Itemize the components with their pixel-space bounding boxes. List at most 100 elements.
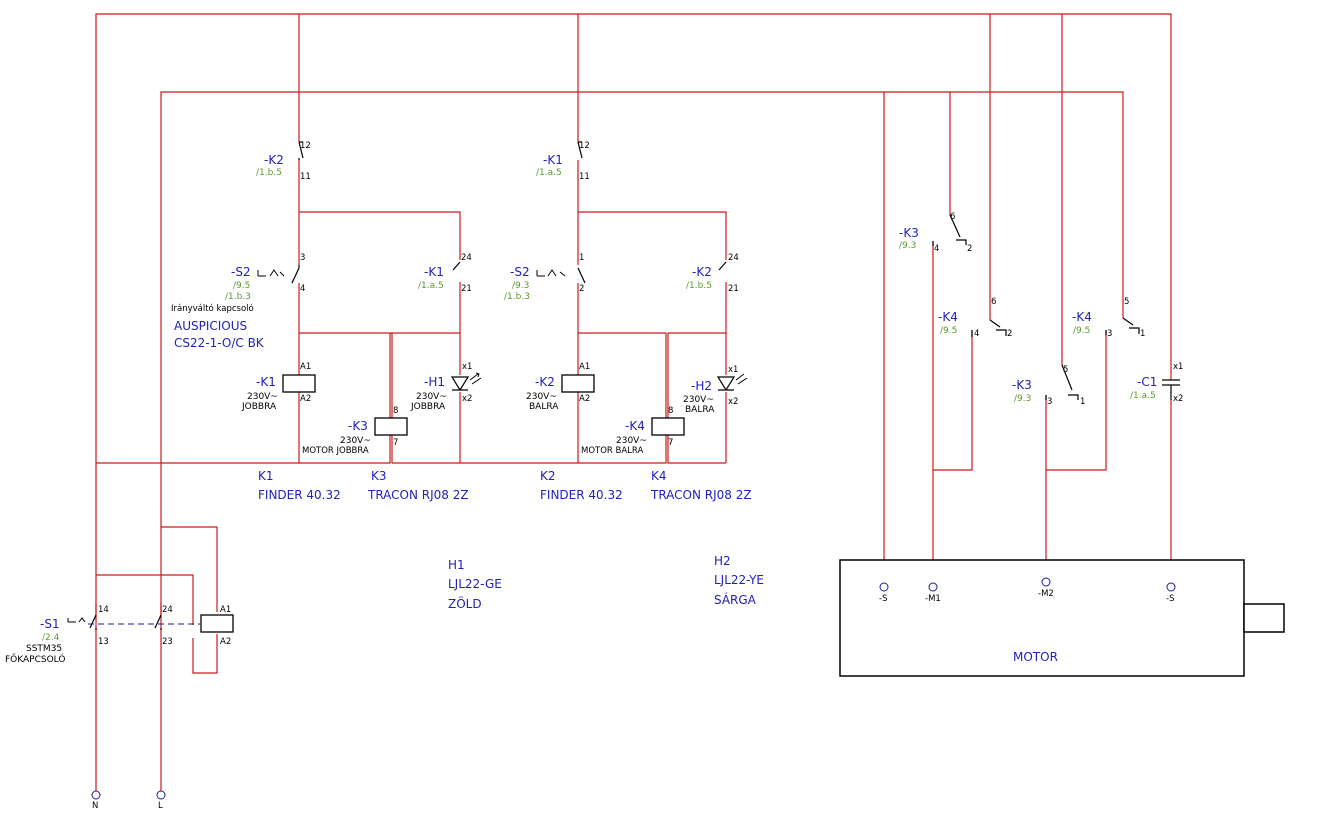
k1-nc-pin-bottom: 11: [579, 172, 590, 182]
s2-right-pin-bottom: 2: [579, 284, 584, 294]
k3-coil: [374, 417, 408, 436]
s2-right-tag: -S2: [510, 265, 530, 279]
k1-coil: [282, 374, 316, 393]
k3-sw-b-tag: -K3: [1012, 378, 1032, 392]
part-k4-label: K4: [651, 469, 667, 483]
c1-tag: -C1: [1137, 375, 1157, 389]
part-k2-label: K2: [540, 469, 556, 483]
c1-ref: /1.a.5: [1130, 391, 1156, 401]
k3-coil-tag: -K3: [348, 419, 368, 433]
k1-no-ref: /1.a.5: [418, 281, 444, 291]
motor-terminal-s2-label: -S: [1166, 594, 1174, 604]
k4-sw-a-p6: 6: [991, 297, 996, 307]
k3-sw-b-p1: 1: [1080, 397, 1085, 407]
k3-coil-name: MOTOR JOBBRA: [302, 446, 369, 456]
motor-terminal-s1-label: -S: [879, 594, 887, 604]
k3-coil-pin2: 7: [393, 438, 398, 448]
motor-terminal-m1: [928, 582, 938, 592]
h2-led-icon: [716, 376, 736, 392]
supply-l-label: L: [158, 801, 163, 811]
k2-coil-a1: A1: [579, 362, 590, 372]
s2-model: CS22-1-O/C BK: [174, 336, 265, 350]
k3-sw-a-p6: 6: [950, 212, 955, 222]
h1-led-icon: [450, 376, 470, 392]
s2-left-ref1: /9.5: [233, 281, 250, 291]
k4-sw-a-p4: 4: [974, 329, 979, 339]
k4-sw-a-ref: /9.5: [940, 326, 957, 336]
k3-sw-b-ref: /9.3: [1014, 394, 1031, 404]
supply-n-label: N: [92, 801, 98, 811]
part-k1-label: K1: [258, 469, 274, 483]
part-k3-label: K3: [371, 469, 387, 483]
k2-no-pin-top: 24: [728, 253, 739, 263]
part-h1-model: LJL22-GE: [448, 577, 502, 591]
motor-label: MOTOR: [1013, 650, 1058, 664]
k3-sw-a-p4: 4: [934, 244, 939, 254]
motor-terminal-m2: [1041, 577, 1051, 587]
s1-pin23: 23: [162, 637, 173, 647]
s1-model: SSTM35: [26, 644, 62, 654]
s2-left-pin-top: 3: [300, 253, 305, 263]
s2-left-ref2: /1.b.3: [225, 292, 251, 302]
k1-coil-name: JOBBRA: [241, 402, 277, 412]
part-h2-label: H2: [714, 554, 731, 568]
k4-sw-b-tag: -K4: [1072, 310, 1092, 324]
k4-coil-name: MOTOR BALRA: [581, 446, 643, 456]
part-h2-model: LJL22-YE: [714, 573, 764, 587]
s1-pin13: 13: [98, 637, 109, 647]
k2-no-pin-bottom: 21: [728, 284, 739, 294]
k1-no-pin-top: 24: [461, 253, 472, 263]
k4-sw-a-tag: -K4: [938, 310, 958, 324]
k3-sw-b-p3: 3: [1047, 397, 1052, 407]
k4-coil-voltage: 230V~: [616, 436, 647, 446]
part-h1-color: ZÖLD: [448, 595, 482, 611]
k3-sw-a-p2: 2: [967, 244, 972, 254]
k2-coil-name: BALRA: [529, 402, 559, 412]
k3-sw-a-ref: /9.3: [899, 241, 916, 251]
s2-description: Irányváltó kapcsoló: [171, 303, 254, 314]
k1-nc-ref: /1.a.5: [536, 168, 562, 178]
k1-coil-tag: -K1: [256, 375, 276, 389]
h2-x2: x2: [728, 397, 738, 407]
s1-coil-a2: A2: [220, 637, 231, 647]
k4-sw-a-p2: 2: [1007, 329, 1012, 339]
k2-coil-voltage: 230V~: [526, 392, 557, 402]
k1-no-tag: -K1: [424, 265, 444, 279]
k3-coil-pin1: 8: [393, 406, 398, 416]
k1-coil-a2: A2: [300, 394, 311, 404]
k4-sw-b-p1: 1: [1140, 329, 1145, 339]
c1-x1: x1: [1173, 362, 1183, 372]
k1-nc-tag: -K1: [543, 153, 563, 167]
k2-no-tag: -K2: [692, 265, 712, 279]
s1-pin14: 14: [98, 605, 109, 615]
k2-nc-tag: -K2: [264, 153, 284, 167]
k2-coil: [561, 374, 595, 393]
part-h1-label: H1: [448, 558, 465, 572]
k2-nc-pin-top: 12: [300, 141, 311, 151]
h1-x2: x2: [462, 394, 472, 404]
motor-terminal-m2-label: -M2: [1038, 589, 1054, 599]
part-k2-model: FINDER 40.32: [540, 488, 623, 502]
part-h2-color: SÁRGA: [714, 592, 757, 607]
h2-voltage: 230V~: [683, 395, 714, 405]
k4-sw-b-ref: /9.5: [1073, 326, 1090, 336]
k2-nc-ref: /1.b.5: [256, 168, 282, 178]
k3-sw-a-tag: -K3: [899, 226, 919, 240]
motor-terminal-m1-label: -M1: [925, 594, 941, 604]
k4-coil-tag: -K4: [625, 419, 645, 433]
part-k4-model: TRACON RJ08 2Z: [650, 488, 752, 502]
s1-name: FŐKAPCSOLÓ: [5, 653, 65, 665]
c1-capacitor-icon: [1162, 379, 1180, 400]
k4-coil-pin2: 7: [668, 438, 673, 448]
part-k3-model: TRACON RJ08 2Z: [367, 488, 469, 502]
h2-name: BALRA: [685, 405, 715, 415]
c1-x2: x2: [1173, 394, 1183, 404]
k1-nc-pin-top: 12: [579, 141, 590, 151]
wiring: [95, 13, 1172, 792]
s2-right-ref1: /9.3: [512, 281, 529, 291]
s2-right-pin-top: 1: [579, 253, 584, 263]
k3-coil-voltage: 230V~: [340, 436, 371, 446]
h2-x1: x1: [728, 365, 738, 375]
s1-pin24: 24: [162, 605, 173, 615]
